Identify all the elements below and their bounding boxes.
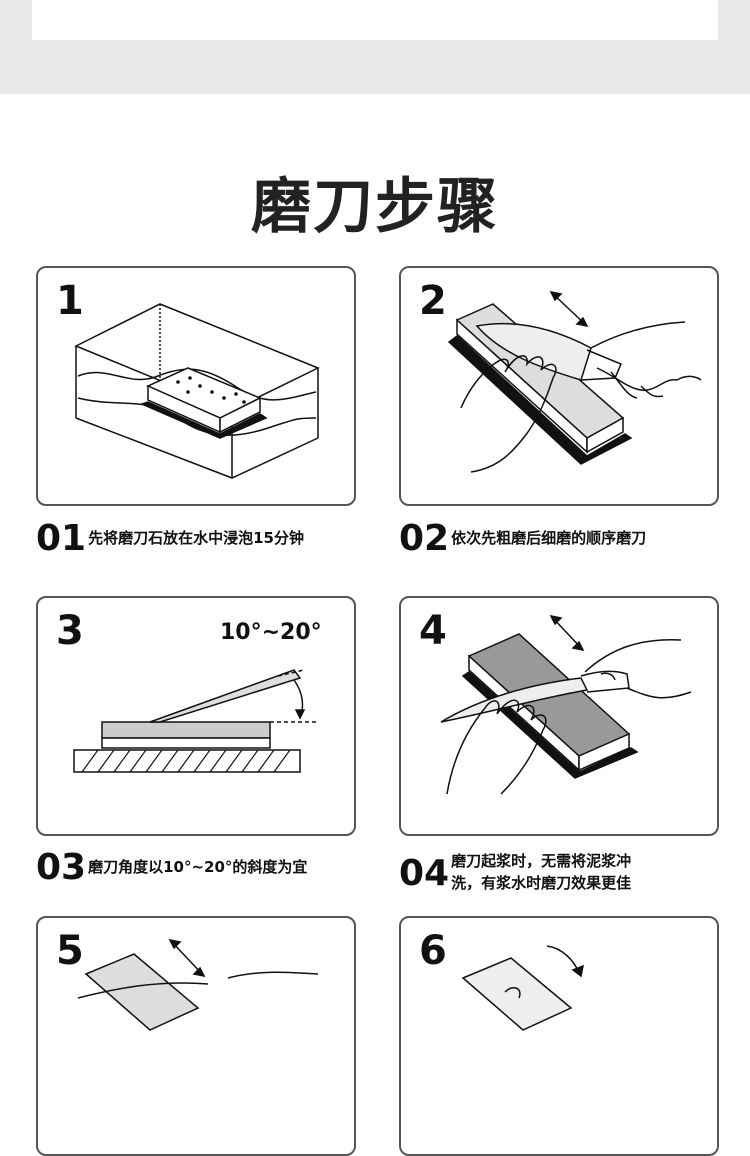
step-4-illustration — [401, 598, 717, 834]
step-5-panel: 5 — [36, 916, 356, 1156]
step-1-caption-number: 01 — [36, 521, 86, 557]
step-2-illustration — [401, 268, 717, 504]
step-6-number: 6 — [419, 928, 447, 974]
step-2-caption-number: 02 — [399, 521, 449, 557]
step-1-number: 1 — [56, 278, 84, 324]
step-4-caption-line1: 磨刀起浆时，无需将泥浆冲 — [451, 850, 631, 872]
step-2-caption-text: 依次先粗磨后细磨的顺序磨刀 — [451, 527, 646, 549]
step-3-number: 3 — [56, 608, 84, 654]
step-4-caption: 04 磨刀起浆时，无需将泥浆冲 洗，有浆水时磨刀效果更佳 — [399, 850, 631, 894]
step-2-panel: 2 — [399, 266, 719, 506]
step-3-caption: 03 磨刀角度以10°~20°的斜度为宜 — [36, 850, 307, 886]
step-3-angle-label: 10°~20° — [220, 620, 322, 645]
step-6-illustration — [401, 918, 717, 1154]
step-1-panel: 1 — [36, 266, 356, 506]
top-white-card — [32, 0, 718, 40]
step-3-caption-number: 03 — [36, 850, 86, 886]
step-1-illustration — [38, 268, 354, 504]
top-gray-band — [0, 0, 750, 94]
step-5-illustration — [38, 918, 354, 1154]
step-4-caption-line2: 洗，有浆水时磨刀效果更佳 — [451, 872, 631, 894]
step-2-number: 2 — [419, 278, 447, 324]
step-1-caption: 01 先将磨刀石放在水中浸泡15分钟 — [36, 521, 304, 557]
step-4-caption-text: 磨刀起浆时，无需将泥浆冲 洗，有浆水时磨刀效果更佳 — [451, 850, 631, 894]
step-3-panel: 3 10°~20° — [36, 596, 356, 836]
step-1-caption-text: 先将磨刀石放在水中浸泡15分钟 — [88, 527, 304, 549]
step-4-caption-number: 04 — [399, 856, 449, 892]
step-4-panel: 4 — [399, 596, 719, 836]
step-2-caption: 02 依次先粗磨后细磨的顺序磨刀 — [399, 521, 646, 557]
page-title: 磨刀步骤 — [0, 158, 750, 245]
step-3-caption-text: 磨刀角度以10°~20°的斜度为宜 — [88, 856, 307, 878]
step-4-number: 4 — [419, 608, 447, 654]
step-6-panel: 6 — [399, 916, 719, 1156]
step-5-number: 5 — [56, 928, 84, 974]
